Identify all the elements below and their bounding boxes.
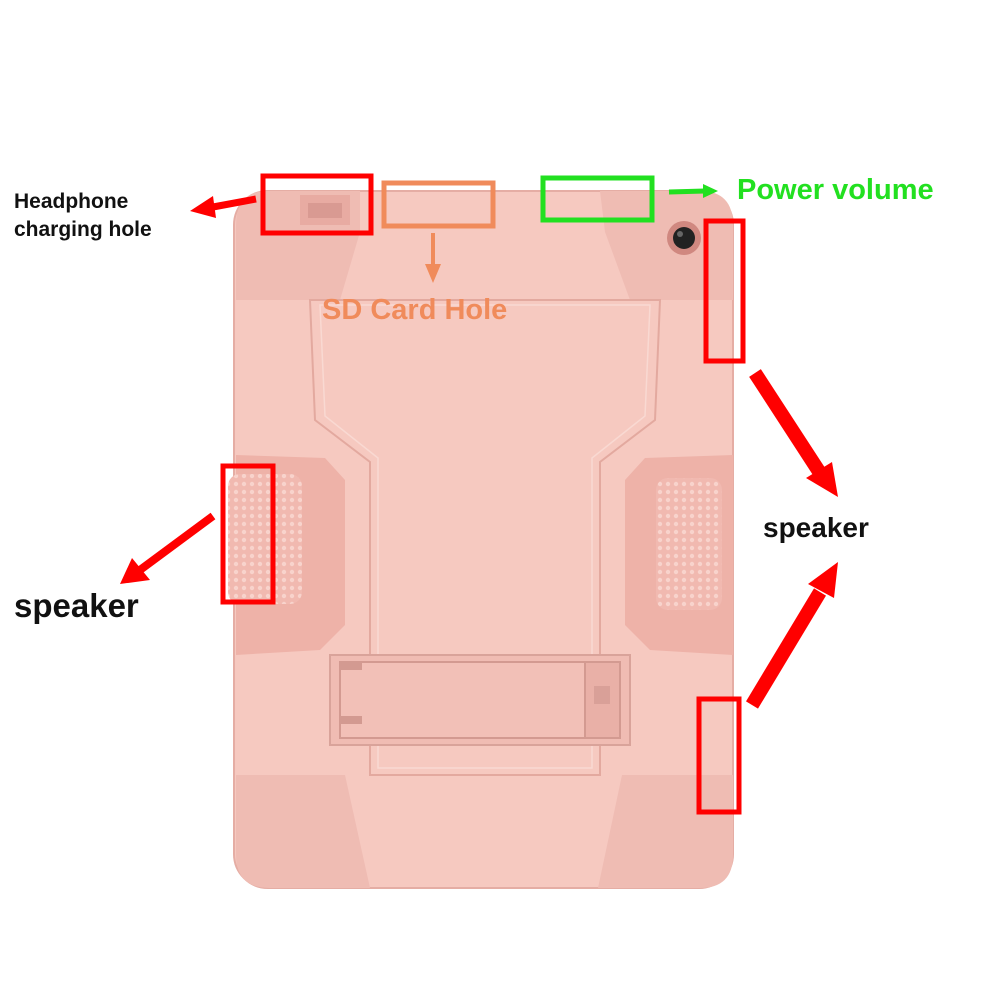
right-speaker-arrow-lower <box>746 562 838 709</box>
bottom-right-speaker-highlight-box <box>696 696 742 815</box>
camera-lens <box>673 227 695 249</box>
power-volume-label: Power volume <box>737 174 934 206</box>
headphone-highlight-box <box>260 173 374 236</box>
right-speaker-arrow-upper <box>749 369 838 497</box>
power-volume-arrow <box>668 184 718 198</box>
left-speaker-highlight-box <box>220 463 276 605</box>
headphone-label-line2: charging hole <box>14 218 152 241</box>
top-right-speaker-highlight-box <box>703 218 746 364</box>
right-speaker-label: speaker <box>763 512 869 543</box>
kickstand-arm <box>339 661 586 739</box>
right-speaker-mesh <box>656 478 722 610</box>
left-speaker-mesh <box>228 474 302 604</box>
left-speaker-label: speaker <box>14 587 139 624</box>
left-speaker-arrow <box>120 512 216 584</box>
headphone-arrow <box>190 195 257 218</box>
headphone-charging-hole-label: Headphone charging hole <box>14 188 152 244</box>
headphone-label-line1: Headphone <box>14 190 129 213</box>
sd-card-arrow <box>425 233 441 283</box>
power-volume-highlight-box <box>540 175 655 223</box>
inner-panel-outline <box>308 299 662 776</box>
corner-bumper-bottom-left <box>236 775 370 888</box>
sd-card-hole-label: SD Card Hole <box>322 294 508 326</box>
sd-card-highlight-box <box>381 180 496 229</box>
